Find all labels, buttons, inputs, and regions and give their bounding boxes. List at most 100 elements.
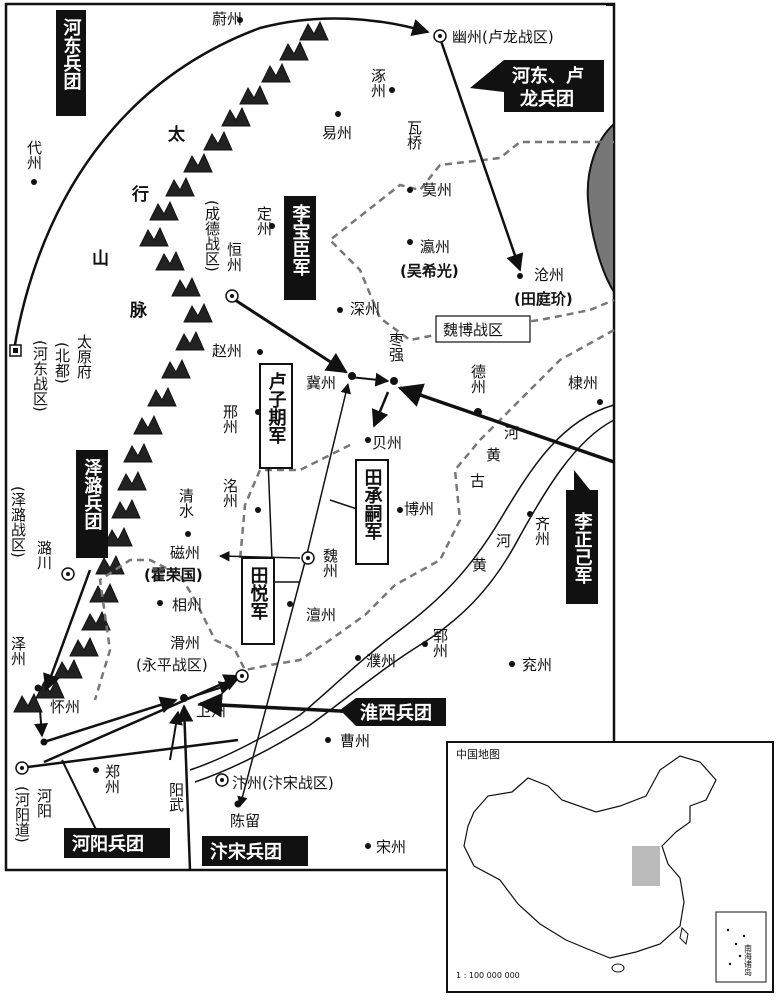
label-waqiao: 瓦桥 [405,120,423,150]
mountain-char-tai: 太 [168,124,186,145]
label-xiangzhou: 相州 [172,596,202,614]
label-caozhou: 曹州 [340,732,370,750]
svg-text:河东、卢: 河东、卢 [512,65,584,87]
label-chengde: (成德战区) [203,200,221,272]
label-daizhou: 代州 [25,140,43,170]
label-jizhou: 冀州 [306,374,336,392]
label-yizhou: 易州 [322,124,352,142]
svg-text:汴宋兵团: 汴宋兵团 [210,841,282,863]
svg-text:田承嗣军: 田承嗣军 [362,468,383,540]
army-libaochen-label: 李宝臣军 [284,196,316,300]
svg-text:李宝臣军: 李宝臣军 [290,204,312,276]
svg-text:卢子期军: 卢子期军 [266,371,287,444]
army-routes [12,17,615,871]
army-tianyue-label: 田悦军 [241,557,300,645]
inset-china-map: 中国地图 南海诸岛 1 : 100 000 000 [446,741,774,993]
label-yuzhou: 蔚州 [212,10,242,28]
weibo-zone-box: 魏博战区 [435,315,531,343]
label-chenliu: 陈留 [230,812,260,830]
label-yongping: (永平战区) [136,656,208,674]
label-huazhou: 滑州 [170,634,200,652]
china-outline [463,755,717,959]
army-luziqi-label: 卢子期军 [259,363,293,469]
label-puzhou: 濮州 [366,652,396,670]
label-hengzhou: 恒州 [225,242,243,272]
label-weizhou: 魏州 [321,548,339,578]
label-weibo-zone: 魏博战区 [443,321,503,339]
inset-highlight-region [632,846,660,886]
weibo-zone-boundary [93,140,615,701]
label-zaoqiang: 枣强 [387,332,405,363]
label-songzhou: 宋州 [376,838,406,856]
svg-text:河东兵团: 河东兵团 [61,18,82,91]
label-bianzhou: 汴州(汴宋战区) [232,774,334,792]
place-labels: 蔚州 幽州(卢龙战区) 涿州 易州 代州 瓦桥 莫州 定州 (成德战区) 恒州 … [9,10,598,856]
svg-text:泽潞兵团: 泽潞兵团 [82,458,103,531]
city-markers [9,17,603,849]
label-tiantingjie: (田庭玠) [514,290,573,308]
label-dingzhou: 定州 [255,206,273,236]
label-youzhou: 幽州(卢龙战区) [452,28,554,46]
south-china-sea-inset [715,911,767,983]
inset-title: 中国地图 [456,748,500,761]
river-char-he2: 河 [496,532,511,550]
label-qingshui: 清水 [177,488,195,518]
army-hedong-lulong-label: 河东、卢 龙兵团 [470,60,604,112]
mountain-char-mai: 脉 [129,300,148,321]
army-hedong-label: 河东兵团 [56,10,86,116]
army-heyang-label: 河阳兵团 [64,828,170,858]
label-cangzhou: 沧州 [534,266,564,284]
label-chanzhou: 澶州 [306,606,336,624]
army-lizhengji-label: 李正己军 [566,470,598,604]
label-bozhou: 博州 [404,500,434,518]
river-char-he: 河 [504,424,519,442]
label-dizhou: 棣州 [568,374,598,392]
yellow-river [189,404,615,783]
label-qizhou: 齐州 [533,516,551,546]
label-weizhou2: 卫州 [196,702,226,720]
label-yanzhou: 兖州 [522,656,552,674]
inset-scale: 1 : 100 000 000 [456,971,520,980]
svg-text:河阳兵团: 河阳兵团 [72,834,144,855]
sea [586,121,615,296]
label-dezhou: 德州 [469,363,487,394]
map-frame [4,2,616,872]
label-mozhou: 莫州 [422,181,452,199]
inset-islands-label: 南海诸岛 [744,943,753,977]
army-tianchengsi-label: 田承嗣军 [329,459,389,565]
river-char-gu: 古 [470,472,485,490]
army-biansong-label: 汴宋兵团 [202,836,308,866]
label-beidu: (北都) [53,342,71,384]
army-zelu-label: 泽潞兵团 [76,450,108,558]
label-yangwu: 阳武 [167,782,185,812]
label-zezhou: 泽州 [9,636,27,666]
label-zhaozhou: 赵州 [212,342,242,360]
river-char-huang: 黄 [486,446,501,464]
svg-text:龙兵团: 龙兵团 [520,88,574,110]
label-hedong-zone: (河东战区) [31,340,49,412]
taihang-mountains [13,20,329,713]
label-wuxiguang: (吴希光) [400,262,459,280]
label-yunzhou: 郓州 [431,628,449,658]
label-zhengzhou: 郑州 [103,764,121,794]
svg-text:淮西兵团: 淮西兵团 [360,702,432,724]
label-heyang-dao: (河阳道) [13,786,31,843]
label-zelu-zone: (泽潞战区) [9,486,27,558]
mountain-range-name: 太 行 山 脉 [92,124,186,321]
army-huaixi-label: 淮西兵团 [340,698,446,726]
river-char-huang2: 黄 [472,556,487,574]
label-cizhou: 磁州 [170,544,200,562]
label-zhuozhou: 涿州 [369,68,387,98]
label-luchuan: 潞川 [35,540,53,570]
label-mingzhou: 洺州 [221,478,239,508]
label-yingzhou: 瀛州 [420,238,450,256]
label-beizhou: 贝州 [372,434,402,452]
river-names: 古 黄 河 黄 河 [470,424,519,574]
svg-text:田悦军: 田悦军 [248,566,269,620]
label-heyang: 河阳 [35,788,53,818]
mountain-char-shan: 山 [92,249,109,269]
label-taiyuan: 太原府 [75,334,93,380]
mountain-char-hang: 行 [131,184,149,205]
svg-text:李正己军: 李正己军 [572,512,594,584]
